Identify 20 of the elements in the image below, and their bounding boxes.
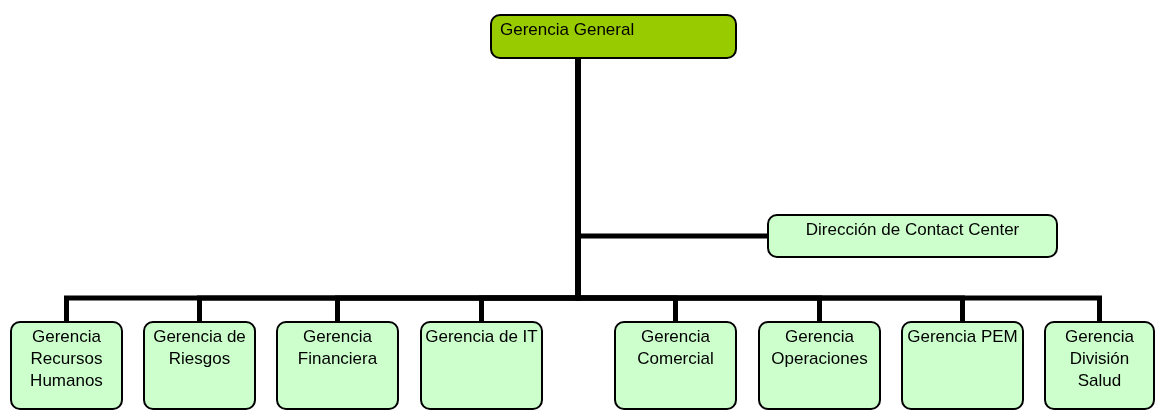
box-label: Gerencia Recursos Humanos (29, 326, 104, 392)
box-label: Gerencia de IT (425, 326, 538, 348)
org-box (767, 214, 1058, 258)
org-box (758, 321, 881, 410)
org-box (1044, 321, 1155, 410)
org-box (276, 321, 399, 410)
org-box (614, 321, 737, 410)
org-box (490, 14, 737, 59)
box-label: Gerencia Comercial (636, 326, 715, 370)
box-label: Gerencia de Riesgos (152, 326, 247, 370)
box-label: Gerencia Financiera (296, 326, 379, 370)
org-box (420, 321, 543, 410)
box-label: Gerencia Operaciones (770, 326, 869, 370)
box-label: Dirección de Contact Center (805, 219, 1020, 241)
box-label: Gerencia General (500, 19, 635, 41)
box-label: Gerencia PEM (907, 326, 1018, 348)
box-label: Gerencia División Salud (1064, 326, 1135, 392)
org-box (10, 321, 123, 410)
org-box (143, 321, 256, 410)
org-box (901, 321, 1024, 410)
